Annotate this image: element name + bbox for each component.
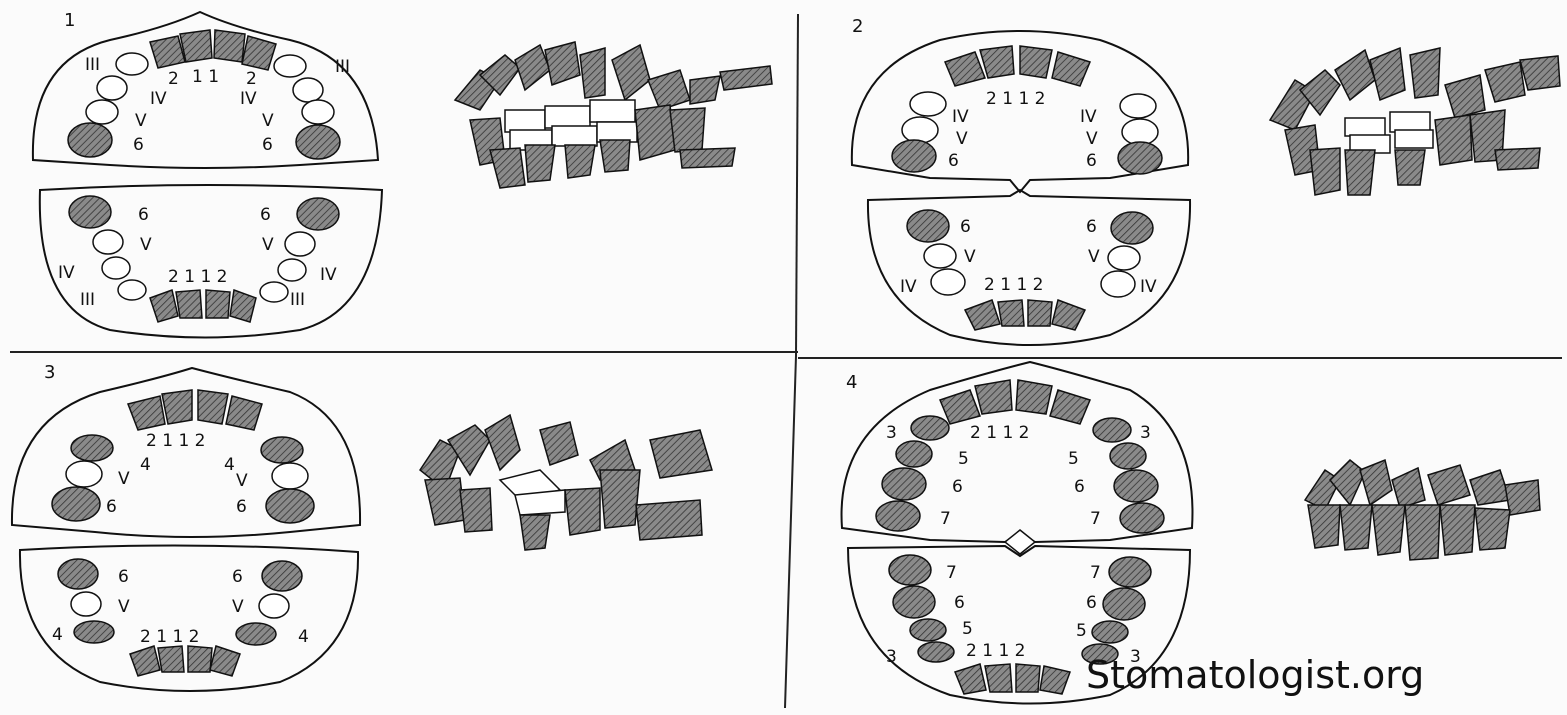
tooth-label: IV (320, 265, 337, 285)
divider-vertical-bottom (785, 356, 796, 708)
tooth-label: 2 1 1 2 (168, 267, 227, 287)
tooth-label: 2 (246, 69, 257, 89)
panel-number: 1 (64, 10, 75, 31)
tooth-label: 6 (1086, 593, 1097, 613)
tooth-label: IV (900, 277, 917, 297)
tooth-label: III (80, 290, 95, 310)
tooth-label: III (335, 57, 350, 77)
lower-arch: 6 6 V V IV IV 2 1 1 2 (868, 190, 1190, 345)
tooth-label: V (118, 469, 130, 489)
tooth-label: 6 (106, 497, 117, 517)
tooth-label: 3 (1140, 423, 1151, 443)
tooth-label: V (1086, 129, 1098, 149)
tooth-label: V (956, 129, 968, 149)
occlusion-side-view (1305, 460, 1540, 560)
occlusion-side-view (1270, 48, 1560, 195)
panel-3: 3 2 1 1 2 4 4 V V 6 (12, 362, 712, 691)
panel-2: 2 2 1 1 2 IV IV V V 6 (852, 16, 1560, 345)
tooth-label: V (964, 247, 976, 267)
tooth-label: 5 (958, 449, 969, 469)
tooth-label: III (290, 290, 305, 310)
upper-labels: 2 1 1 2 IV IV V V 6 6 (948, 89, 1098, 171)
tooth-label: IV (1080, 107, 1097, 127)
tooth-label: 5 (1076, 621, 1087, 641)
tooth-label: 5 (962, 619, 973, 639)
tooth-label: 6 (954, 593, 965, 613)
tooth-label: 3 (886, 647, 897, 667)
tooth-label: 7 (1090, 509, 1101, 529)
tooth-label: 4 (140, 455, 151, 475)
tooth-label: 6 (262, 135, 273, 155)
tooth-label: V (262, 111, 274, 131)
tooth-label: 6 (118, 567, 129, 587)
tooth-label: V (140, 235, 152, 255)
tooth-label: 2 1 1 2 (966, 641, 1025, 661)
upper-arch: 2 1 1 2 IV IV V V 6 6 (852, 31, 1188, 192)
upper-arch: 2 1 1 2 4 4 V V 6 6 (12, 368, 360, 537)
tooth-label: 6 (1086, 217, 1097, 237)
tooth-label: V (262, 235, 274, 255)
upper-arch: 2 1 1 2 3 3 5 5 6 6 7 7 (842, 362, 1193, 554)
tooth-label: 6 (952, 477, 963, 497)
watermark-text: Stomatologist.org (1086, 653, 1424, 697)
tooth-label: V (236, 471, 248, 491)
tooth-label: 2 1 1 2 (146, 431, 205, 451)
upper-arch: 1 1 2 2 III III IV IV V V 6 6 (33, 12, 378, 168)
panel-number: 3 (44, 362, 55, 383)
tooth-label: 7 (1090, 563, 1101, 583)
tooth-label: 6 (948, 151, 959, 171)
tooth-label: 4 (224, 455, 235, 475)
tooth-label: 6 (236, 497, 247, 517)
tooth-label: 6 (1086, 151, 1097, 171)
panel-number: 4 (846, 372, 857, 393)
tooth-label: IV (1140, 277, 1157, 297)
upper-labels: 2 1 1 2 4 4 V V 6 6 (106, 431, 248, 517)
tooth-label: 6 (260, 205, 271, 225)
tooth-label: IV (952, 107, 969, 127)
tooth-label: 2 1 1 2 (140, 627, 199, 647)
panel-number: 2 (852, 16, 863, 37)
tooth-label: IV (240, 89, 257, 109)
tooth-label: 6 (232, 567, 243, 587)
tooth-label: 4 (298, 627, 309, 647)
tooth-label: 7 (940, 509, 951, 529)
tooth-label: 2 1 1 2 (970, 423, 1029, 443)
tooth-label: 1 1 (192, 67, 219, 87)
occlusion-side-view (420, 415, 712, 550)
lower-arch: 6 6 V V IV IV III III 2 1 1 2 (40, 185, 382, 338)
tooth-label: 6 (1074, 477, 1085, 497)
tooth-label: 2 1 1 2 (986, 89, 1045, 109)
tooth-label: III (85, 55, 100, 75)
tooth-label: IV (58, 263, 75, 283)
tooth-label: 5 (1068, 449, 1079, 469)
tooth-label: 2 1 1 2 (984, 275, 1043, 295)
tooth-label: V (135, 111, 147, 131)
lower-arch: 6 6 V V 4 4 2 1 1 2 (20, 545, 358, 691)
tooth-label: IV (150, 89, 167, 109)
tooth-label: 7 (946, 563, 957, 583)
tooth-label: 3 (886, 423, 897, 443)
tooth-label: 4 (52, 625, 63, 645)
tooth-label: V (232, 597, 244, 617)
divider-vertical-top (796, 14, 798, 356)
tooth-label: 6 (960, 217, 971, 237)
occlusion-side-view (455, 42, 772, 188)
tooth-label: V (118, 597, 130, 617)
tooth-label: 2 (168, 69, 179, 89)
tooth-label: 6 (138, 205, 149, 225)
tooth-label: 6 (133, 135, 144, 155)
tooth-label: V (1088, 247, 1100, 267)
panel-1: 1 1 1 2 2 III III (33, 10, 772, 338)
